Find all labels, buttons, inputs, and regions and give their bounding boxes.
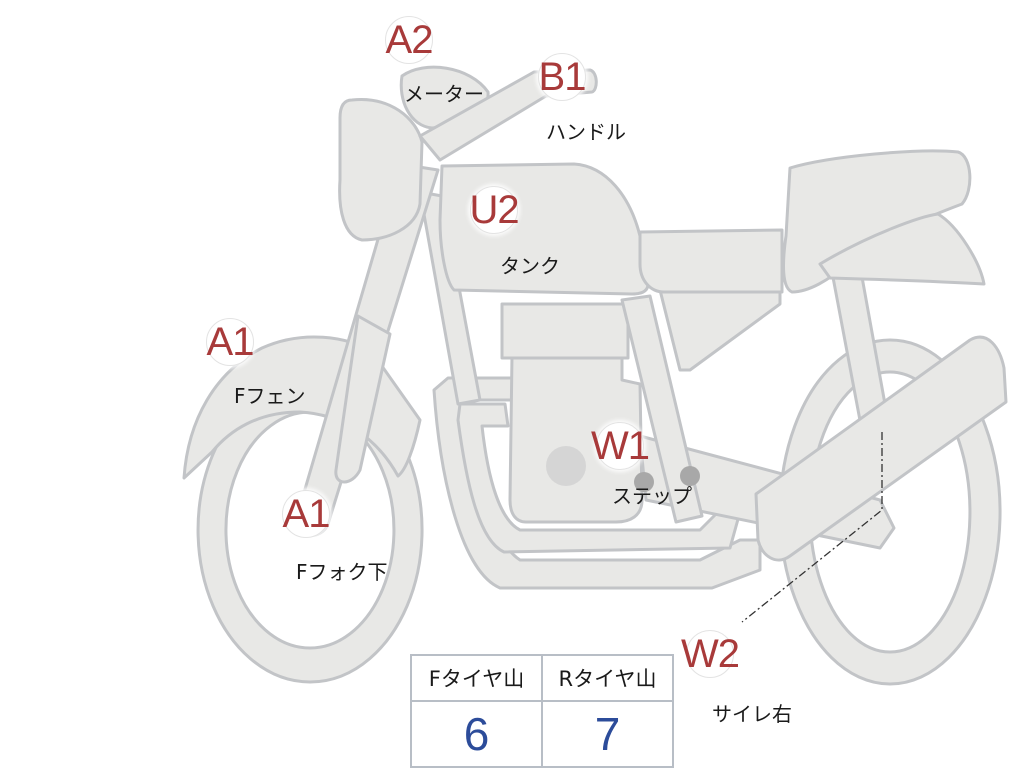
side-cover: [658, 288, 782, 372]
part-code-badge: U2: [469, 186, 520, 234]
muffler: [754, 335, 1008, 562]
footrest-peg: [634, 472, 654, 492]
part-code-badge: W2: [681, 630, 740, 678]
part-label: Fフェン: [234, 384, 306, 408]
part-code-badge: A2: [385, 16, 433, 64]
table-header-row: Fタイヤ山 Rタイヤ山: [410, 654, 674, 702]
part-code-badge: B1: [538, 53, 586, 101]
fork-outer-tube: [334, 314, 392, 484]
seat-front: [638, 228, 784, 294]
part-code-badge: A1: [282, 490, 330, 538]
part-label: ハンドル: [546, 120, 626, 144]
frame-main: [620, 294, 704, 524]
engine-case-cover: [546, 446, 586, 486]
front-tire-tread-value: 6: [410, 700, 543, 768]
frame-down-tube: [418, 190, 482, 406]
part-label: Fフォク下: [296, 560, 388, 584]
part-label: タンク: [500, 254, 560, 278]
leader-line: [741, 432, 883, 623]
part-code-badge: A1: [206, 318, 254, 366]
part-label: ステップ: [612, 484, 692, 508]
engine-head: [500, 302, 630, 360]
part-label: メーター: [404, 82, 484, 106]
part-label: サイレ右: [712, 702, 792, 726]
footrest-peg-rear: [680, 466, 700, 486]
rear-tire-tread-value: 7: [541, 700, 674, 768]
engine-block: [508, 354, 644, 524]
tire-tread-table: Fタイヤ山 Rタイヤ山 6 7: [410, 654, 674, 768]
tail-fin: [818, 212, 986, 286]
part-code-badge: W1: [591, 422, 650, 470]
headlight: [338, 98, 424, 242]
table-row: 6 7: [410, 700, 674, 768]
rear-tire-tread-header: Rタイヤ山: [541, 654, 674, 702]
front-tire-tread-header: Fタイヤ山: [410, 654, 543, 702]
